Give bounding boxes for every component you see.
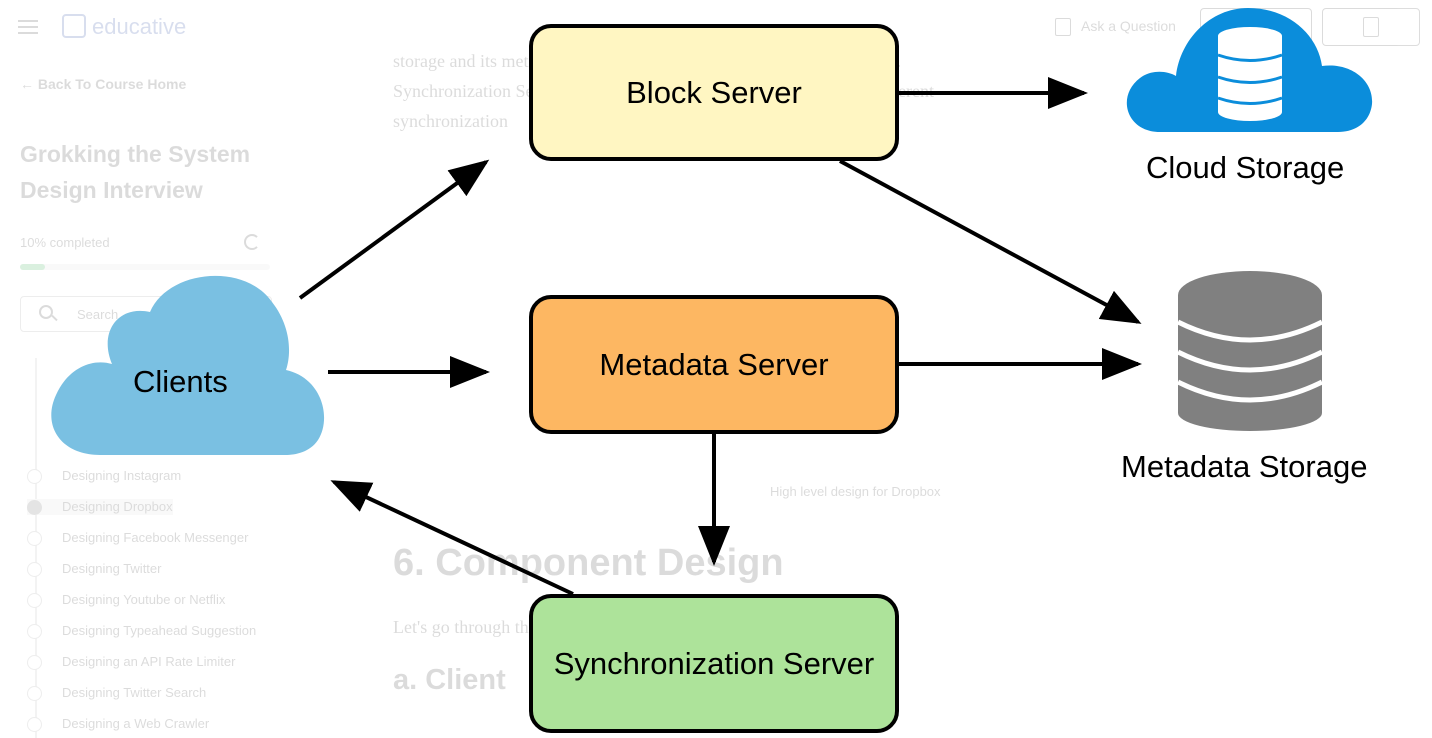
menu-icon[interactable] [18, 20, 38, 34]
lesson-status-icon [27, 655, 42, 671]
progress-bar-fill [20, 264, 45, 270]
lesson-item[interactable]: Designing Twitter Search [27, 685, 207, 702]
search-placeholder: Search [77, 307, 119, 322]
paragraph-line: synchronization [393, 111, 508, 131]
progress-bar [20, 264, 270, 270]
lesson-label: Designing Facebook Messenger [62, 530, 249, 545]
lesson-status-icon [27, 469, 42, 485]
block-server-node: Block Server [529, 24, 899, 161]
course-sidebar: ← Back To Course Home Grokking the Syste… [0, 58, 300, 738]
lesson-item[interactable]: Designing a Web Crawler [27, 716, 210, 733]
refresh-icon[interactable] [244, 234, 260, 250]
lesson-label: Designing Dropbox [62, 499, 173, 514]
lesson-item[interactable]: Designing an API Rate Limiter [27, 654, 236, 671]
ask-question-button[interactable]: Ask a Question [1055, 18, 1176, 37]
lesson-label: Designing Typeahead Suggestion [62, 623, 257, 638]
notes-button[interactable] [1322, 8, 1420, 46]
lesson-item[interactable]: Designing Youtube or Netflix [27, 592, 226, 609]
lesson-label: Designing a Web Crawler [62, 716, 210, 731]
block-server-label: Block Server [626, 74, 802, 110]
clipboard-icon [1363, 17, 1379, 37]
lesson-timeline [35, 358, 37, 738]
arrow-sync-server-to-clients [330, 480, 574, 596]
progress-label: 10% completed [20, 235, 110, 250]
synchronization-server-label: Synchronization Server [553, 645, 875, 681]
question-icon [1055, 18, 1071, 37]
cloud-storage-label: Cloud Storage [1146, 150, 1345, 185]
arrow-block-to-metadata-storage [839, 159, 1142, 324]
lesson-item[interactable]: Designing Instagram [27, 468, 182, 485]
logo-text[interactable]: educative [92, 14, 187, 39]
metadata-storage-label: Metadata Storage [1121, 449, 1368, 484]
lesson-status-icon [27, 624, 42, 640]
logo-icon [62, 14, 86, 38]
lesson-status-icon [27, 593, 42, 609]
metadata-server-label: Metadata Server [599, 346, 829, 382]
back-link-label: Back To Course Home [37, 76, 187, 92]
search-icon [39, 305, 53, 319]
lesson-label: Designing Twitter [62, 561, 162, 576]
lesson-item[interactable]: Designing Twitter [27, 561, 162, 578]
lesson-item[interactable]: Designing Dropbox [27, 499, 173, 516]
lesson-status-icon [27, 717, 42, 733]
lesson-label: Designing an API Rate Limiter [62, 654, 236, 669]
lesson-status-icon [27, 531, 42, 547]
lesson-label: Designing Youtube or Netflix [62, 592, 226, 607]
synchronization-server-node: Synchronization Server [529, 594, 899, 733]
ask-question-label: Ask a Question [1081, 18, 1176, 34]
database-icon [1176, 271, 1324, 431]
metadata-server-node: Metadata Server [529, 295, 899, 434]
clients-cloud-icon [51, 275, 325, 455]
lesson-status-icon [27, 500, 42, 516]
figure-caption: High level design for Dropbox [770, 484, 941, 499]
course-title: Grokking the System Design Interview [20, 141, 251, 203]
lesson-item[interactable]: Designing Typeahead Suggestion [27, 623, 257, 640]
lesson-label: Designing Twitter Search [62, 685, 207, 700]
clients-label: Clients [133, 364, 228, 399]
lesson-status-icon [27, 562, 42, 578]
subsection-heading: a. Client [393, 664, 506, 696]
cloud-storage-icon [1126, 8, 1373, 132]
lesson-status-icon [27, 686, 42, 702]
lesson-item[interactable]: Designing Facebook Messenger [27, 530, 249, 547]
arrow-clients-to-block-server [298, 159, 490, 300]
back-to-course-link[interactable]: ← Back To Course Home [20, 76, 187, 92]
lesson-label: Designing Instagram [62, 468, 182, 483]
